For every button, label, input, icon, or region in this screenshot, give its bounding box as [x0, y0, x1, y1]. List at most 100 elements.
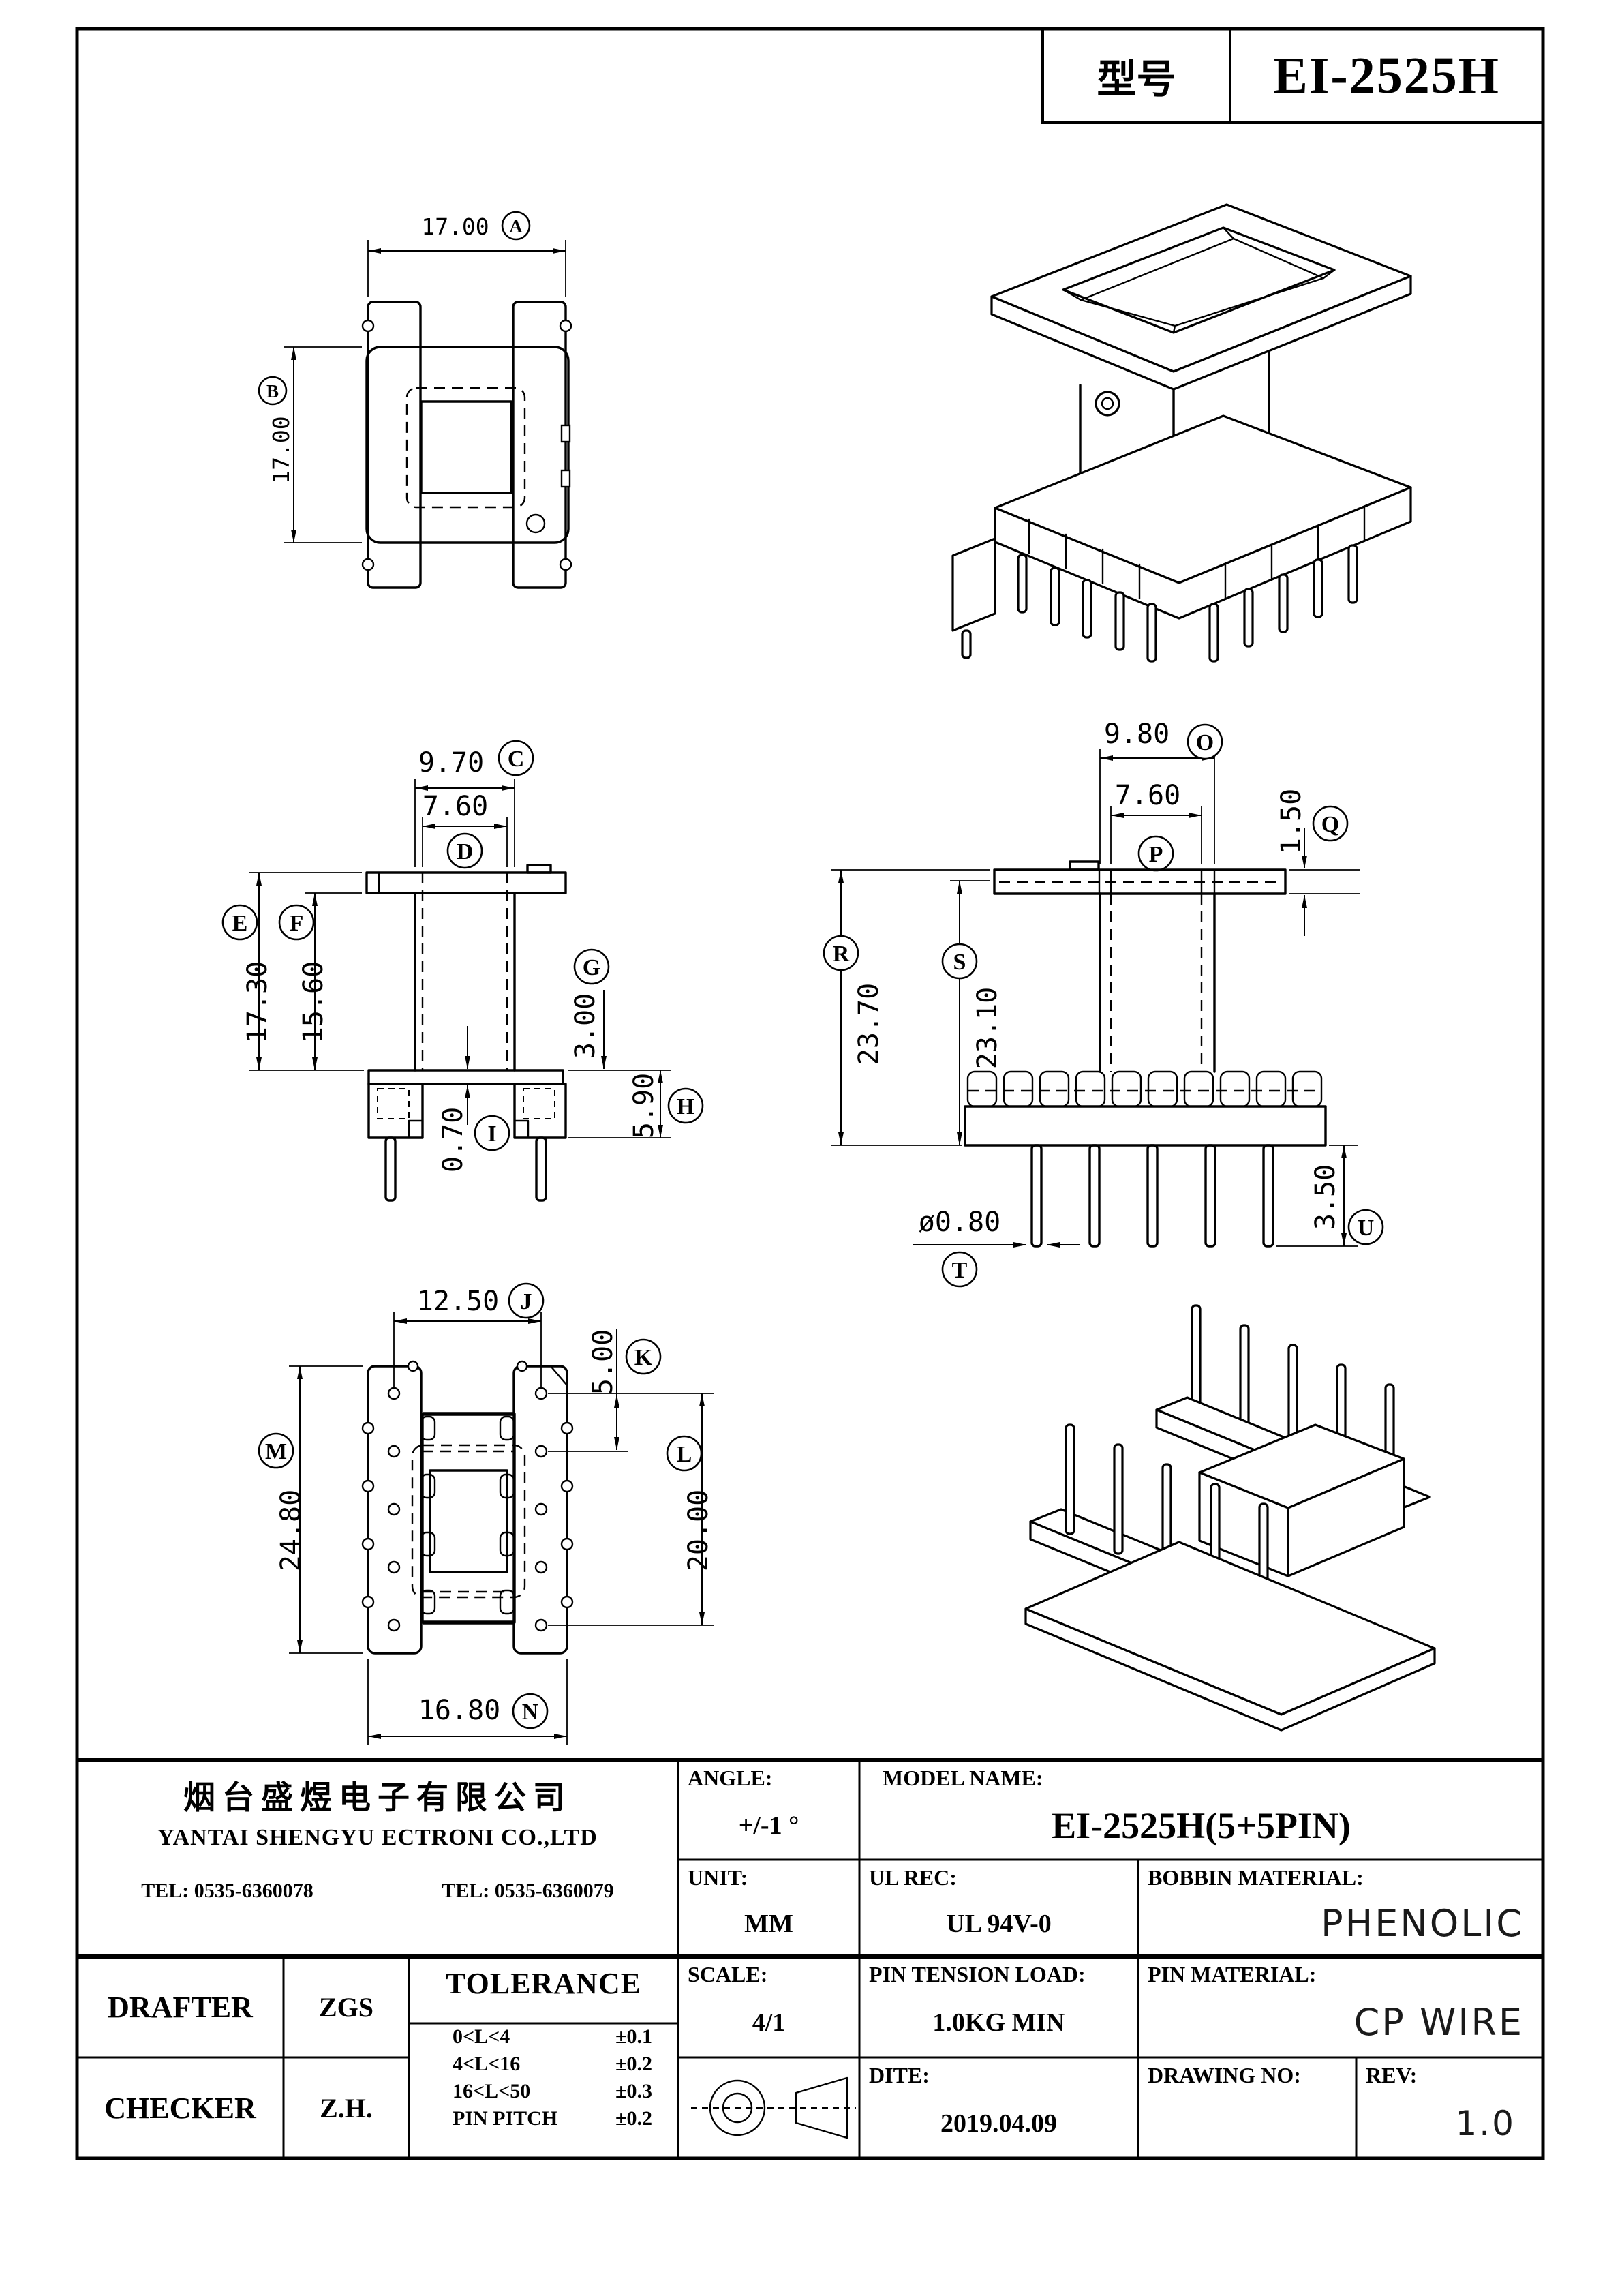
tolerance-cell: TOLERANCE 0<L<4 ±0.1 4<L<16 ±0.2 16<L<50… [409, 1957, 678, 2158]
dim-value-F: 15.60 [298, 961, 329, 1043]
view-iso-upright [951, 203, 1412, 663]
ul-rec-value: UL 94V-0 [946, 1909, 1052, 1938]
dim-letter-S: S [953, 950, 966, 975]
dim-value-C: 9.70 [418, 747, 484, 779]
view-front: 9.70 C 7.60 D E 17.30 [221, 740, 704, 1202]
dim-letter-Q: Q [1321, 812, 1339, 837]
model-label-cell: 型号 [1043, 29, 1230, 123]
pin-tension-label: PIN TENSION LOAD: [869, 1962, 1086, 1987]
bobbin-material-cell: BOBBIN MATERIAL: PHENOLIC [1138, 1860, 1543, 1957]
drawing-no-label: DRAWING NO: [1148, 2063, 1301, 2087]
tolerance-range-1: 4<L<16 [453, 2053, 521, 2075]
dim-letter-P: P [1149, 842, 1163, 867]
dim-value-D: 7.60 [423, 791, 488, 822]
dim-value-O: 9.80 [1104, 719, 1169, 750]
dim-letter-O: O [1196, 730, 1214, 755]
dim-letter-L: L [677, 1442, 692, 1467]
dim-value-Q: 1.50 [1276, 789, 1307, 854]
dim-value-U: 3.50 [1310, 1164, 1341, 1230]
view-bottom: 12.50 J 5.00 [258, 1282, 714, 1745]
pin-material-cell: PIN MATERIAL: CP WIRE [1138, 1957, 1543, 2057]
model-number: EI-2525H [1273, 46, 1500, 104]
dim-letter-E: E [232, 911, 248, 936]
scale-cell: SCALE: 4/1 [678, 1957, 859, 2057]
sheet-frame [75, 27, 1545, 2160]
dim-value-T: ø0.80 [919, 1207, 1000, 1238]
model-value-cell: EI-2525H [1230, 29, 1543, 123]
ul-rec-cell: UL REC: UL 94V-0 [859, 1860, 1138, 1957]
tolerance-row: 0<L<4 ±0.1 [453, 2025, 652, 2049]
projection-symbol [691, 2076, 856, 2139]
rev-label: REV: [1366, 2063, 1418, 2087]
dim-letter-U: U [1358, 1215, 1375, 1241]
tolerance-title: TOLERANCE [446, 1967, 641, 2000]
drafter-value-cell: ZGS [284, 1957, 409, 2057]
dim-letter-B: B [266, 381, 279, 402]
checker-label: CHECKER [104, 2091, 256, 2125]
unit-value: MM [744, 1909, 793, 1938]
dim-value-E: 17.30 [242, 961, 273, 1043]
dim-letter-A: A [509, 216, 523, 237]
tolerance-value-0: ±0.1 [615, 2025, 652, 2048]
bobbin-material-label: BOBBIN MATERIAL: [1148, 1865, 1364, 1890]
dim-letter-C: C [508, 746, 525, 772]
dim-value-G: 3.00 [570, 993, 601, 1059]
company-cell: 烟台盛煜电子有限公司 YANTAI SHENGYU ECTRONI CO.,LT… [77, 1760, 678, 1957]
dim-letter-J: J [521, 1289, 532, 1314]
view-top: 17.00 A B 17.00 [258, 211, 572, 589]
drafter-label-cell: DRAFTER [77, 1957, 284, 2057]
title-block-grid [77, 1758, 1543, 2158]
drafter-label: DRAFTER [108, 1990, 253, 2024]
pin-tension-value: 1.0KG MIN [932, 2008, 1065, 2037]
view-side: 9.80 O 7.60 P 1.50 Q R 23.7 [823, 719, 1384, 1288]
dim-value-K: 5.00 [587, 1329, 619, 1395]
drawing-no-cell: DRAWING NO: [1138, 2057, 1356, 2158]
date-label: DITE: [869, 2063, 930, 2087]
dim-value-P: 7.60 [1115, 780, 1180, 811]
checker-value: Z.H. [320, 2092, 373, 2124]
model-name-label: MODEL NAME: [883, 1766, 1043, 1790]
dim-letter-R: R [833, 941, 850, 967]
company-tel-2: TEL: 0535-6360079 [442, 1879, 614, 1902]
tolerance-range-2: 16<L<50 [453, 2080, 531, 2102]
dim-value-A: 17.00 [421, 213, 489, 240]
date-cell: DITE: 2019.04.09 [859, 2057, 1138, 2158]
tolerance-range-3: PIN PITCH [453, 2107, 558, 2130]
unit-cell: UNIT: MM [678, 1860, 859, 1957]
checker-label-cell: CHECKER [77, 2057, 284, 2158]
angle-cell: ANGLE: +/-1 ° [678, 1760, 859, 1860]
dim-value-L: 20.00 [683, 1490, 714, 1571]
tolerance-row: 16<L<50 ±0.3 [453, 2080, 652, 2103]
rev-cell: REV: 1.0 [1356, 2057, 1543, 2158]
dim-letter-K: K [634, 1345, 653, 1370]
angle-value: +/-1 ° [738, 1811, 799, 1840]
pin-tension-cell: PIN TENSION LOAD: 1.0KG MIN [859, 1957, 1138, 2057]
dim-letter-D: D [457, 839, 474, 864]
scale-label: SCALE: [688, 1962, 768, 1987]
model-name-value: EI-2525H(5+5PIN) [1052, 1804, 1351, 1846]
tolerance-range-0: 0<L<4 [453, 2025, 510, 2048]
company-name-en: YANTAI SHENGYU ECTRONI CO.,LTD [157, 1825, 598, 1850]
dim-value-R: 23.70 [853, 983, 885, 1065]
unit-label: UNIT: [688, 1865, 748, 1890]
view-iso-inverted [1024, 1304, 1436, 1732]
bobbin-material-value: PHENOLIC [1321, 1902, 1524, 1945]
tolerance-value-3: ±0.2 [615, 2107, 652, 2130]
dim-letter-N: N [522, 1700, 539, 1725]
pin-material-value: CP WIRE [1353, 2001, 1524, 2044]
pin-material-label: PIN MATERIAL: [1148, 1962, 1317, 1987]
tolerance-value-1: ±0.2 [615, 2053, 652, 2075]
dim-letter-G: G [583, 955, 600, 980]
date-value: 2019.04.09 [940, 2109, 1057, 2138]
dim-letter-T: T [952, 1258, 968, 1283]
rev-value: 1.0 [1455, 2103, 1516, 2143]
dim-value-N: 16.80 [418, 1695, 500, 1726]
tolerance-value-2: ±0.3 [615, 2080, 652, 2102]
tolerance-row: PIN PITCH ±0.2 [453, 2107, 652, 2130]
tolerance-row: 4<L<16 ±0.2 [453, 2053, 652, 2076]
dim-value-S: 23.10 [972, 987, 1003, 1069]
dim-value-J: 12.50 [417, 1286, 499, 1317]
dim-value-I: 0.70 [438, 1107, 469, 1173]
